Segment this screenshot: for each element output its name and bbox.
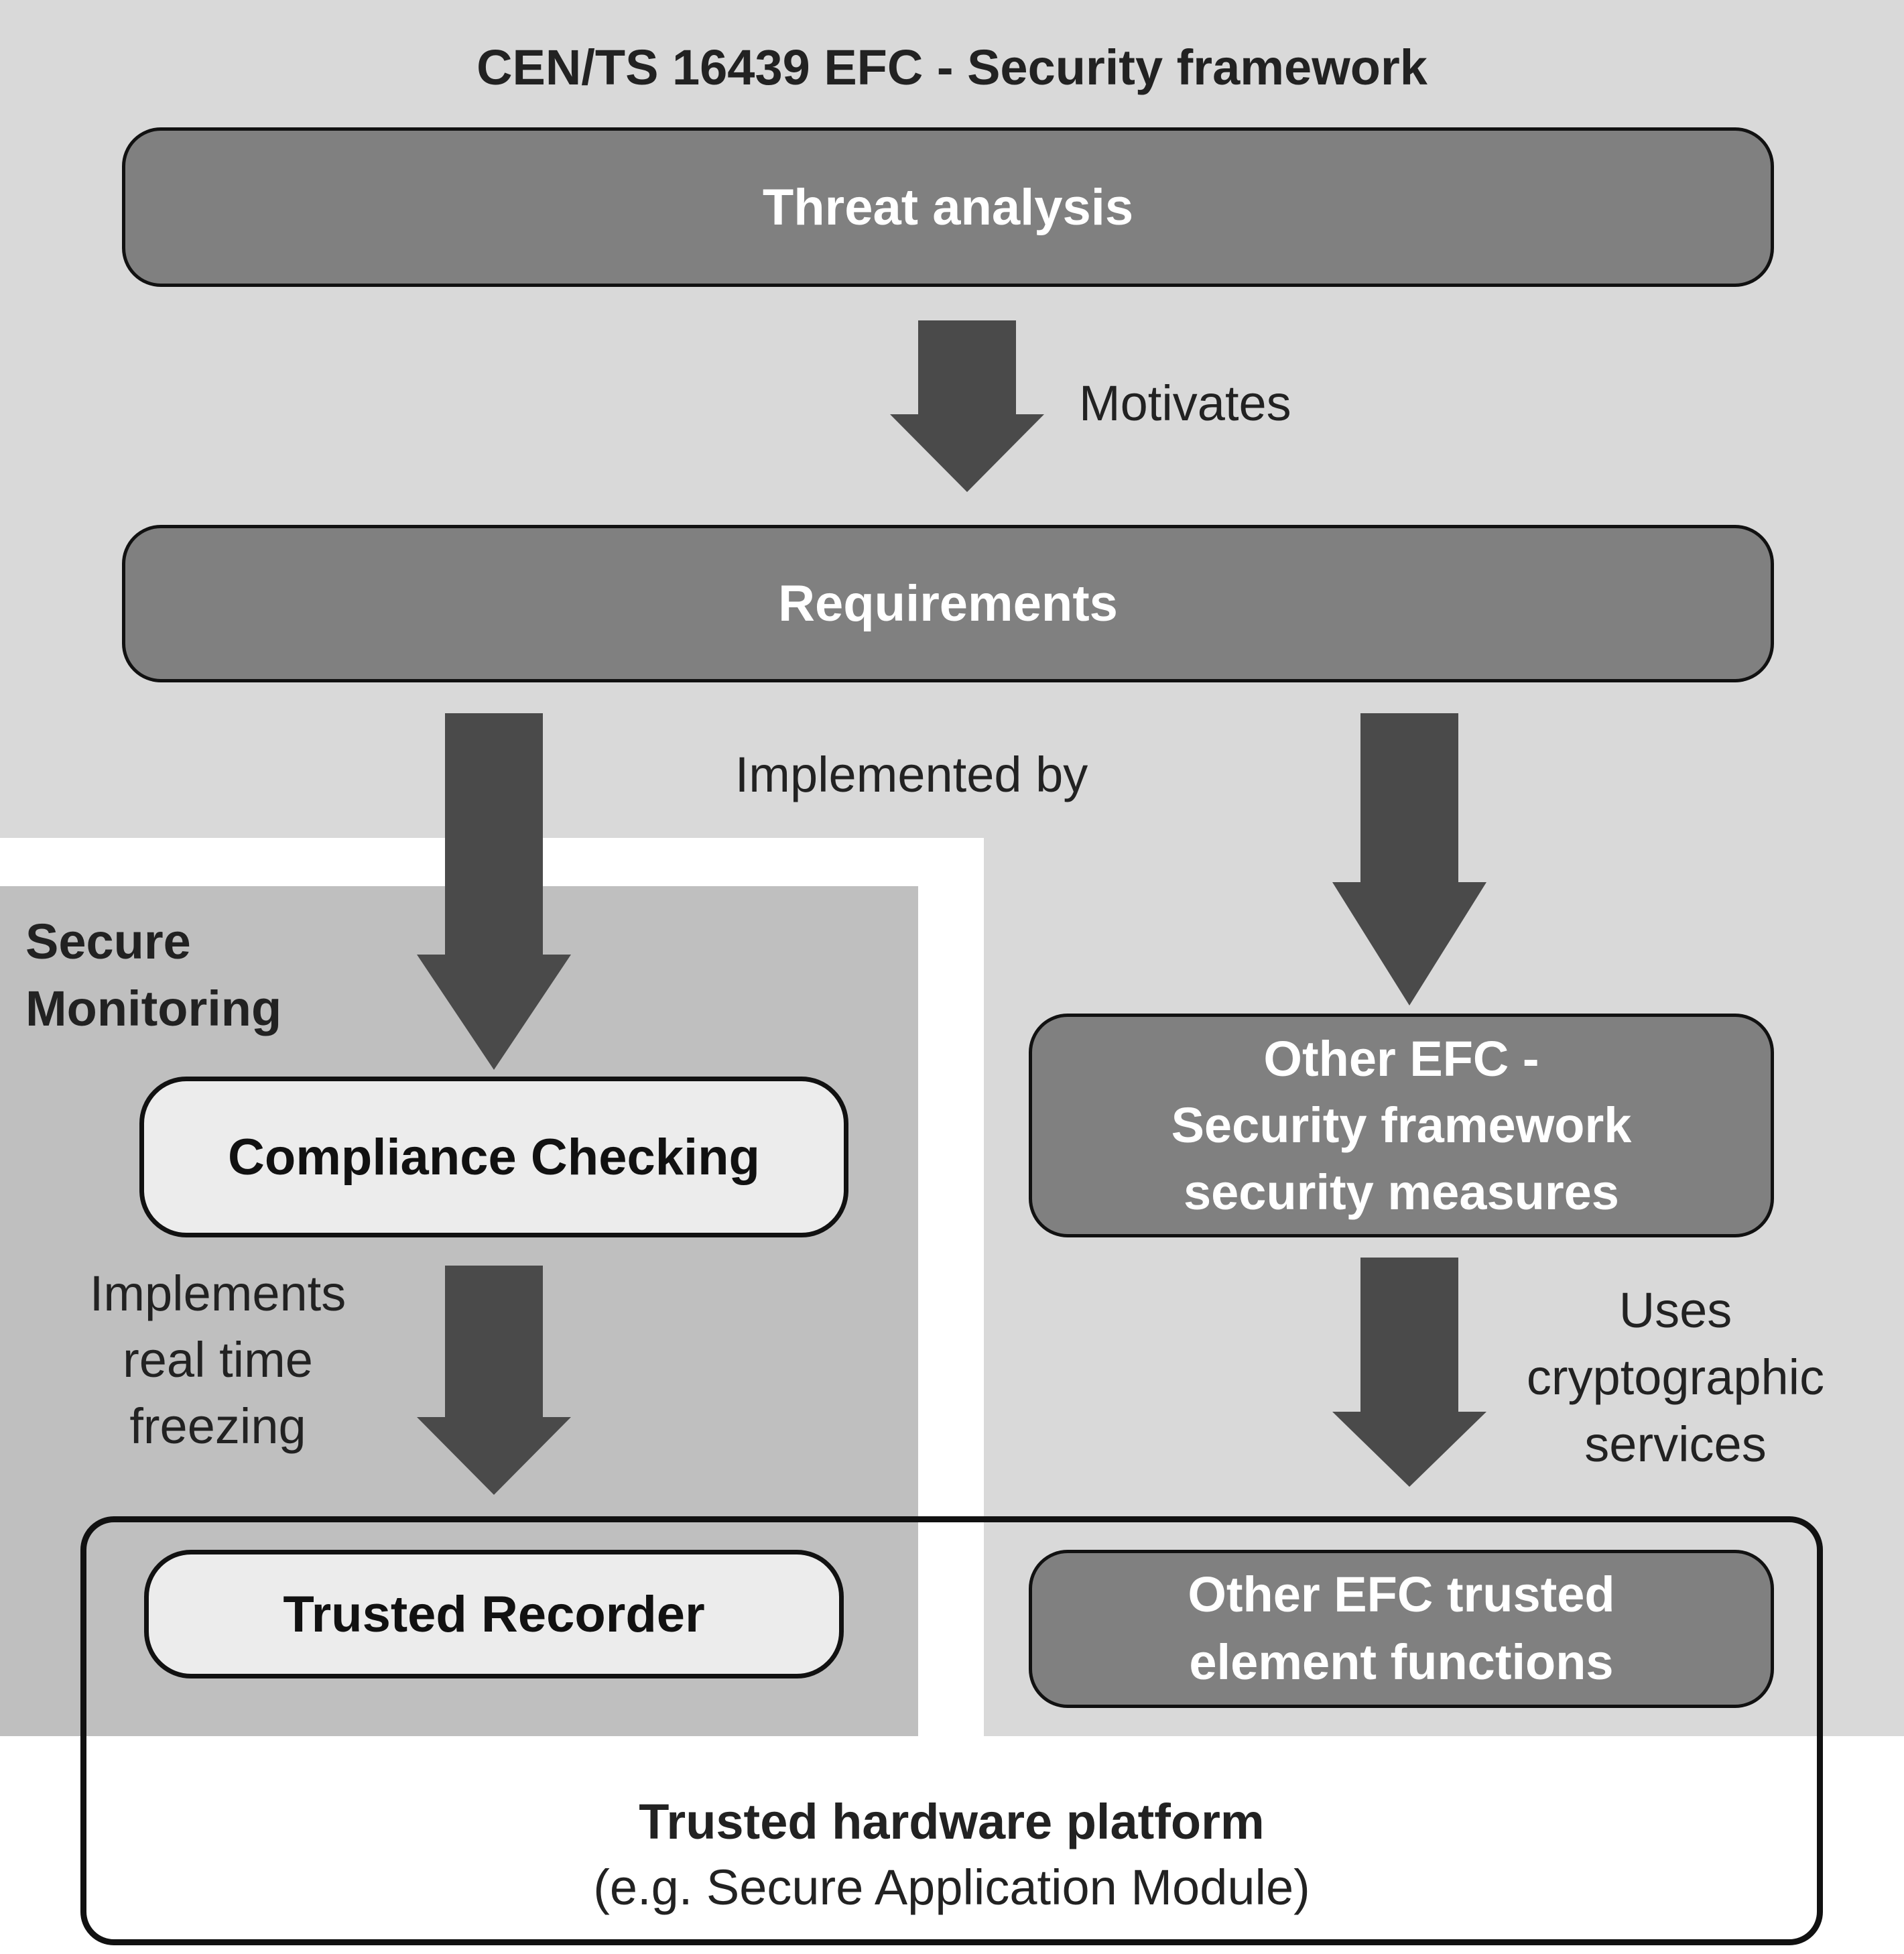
other-functions-label: Other EFC trusted element functions [1188,1567,1615,1690]
motivates-label: Motivates [1079,375,1291,431]
requirements-label: Requirements [778,575,1118,632]
other-functions-box: Other EFC trusted element functions [1029,1550,1774,1708]
implemented-by-label: Implemented by [735,747,1088,802]
diagram-title: CEN/TS 16439 EFC - Security framework [477,40,1427,95]
platform-title: Trusted hardware platform [639,1794,1265,1849]
threat-analysis-box: Threat analysis [122,127,1774,287]
implements-label: Implements real time freezing [89,1266,346,1455]
compliance-checking-label: Compliance Checking [228,1128,760,1186]
requirements-box: Requirements [122,525,1774,682]
platform-subtitle: (e.g. Secure Application Module) [593,1859,1310,1915]
trusted-recorder-box: Trusted Recorder [144,1550,844,1678]
threat-analysis-label: Threat analysis [762,178,1134,236]
secure-monitoring-title: Secure Monitoring [25,914,282,1036]
other-measures-label: Other EFC - Security framework security … [1171,1031,1632,1220]
other-measures-box: Other EFC - Security framework security … [1029,1014,1774,1237]
trusted-recorder-label: Trusted Recorder [283,1585,705,1643]
uses-label: Uses cryptographic services [1526,1282,1825,1472]
trusted-hardware-platform-box [80,1516,1823,1945]
compliance-checking-box: Compliance Checking [139,1077,848,1237]
